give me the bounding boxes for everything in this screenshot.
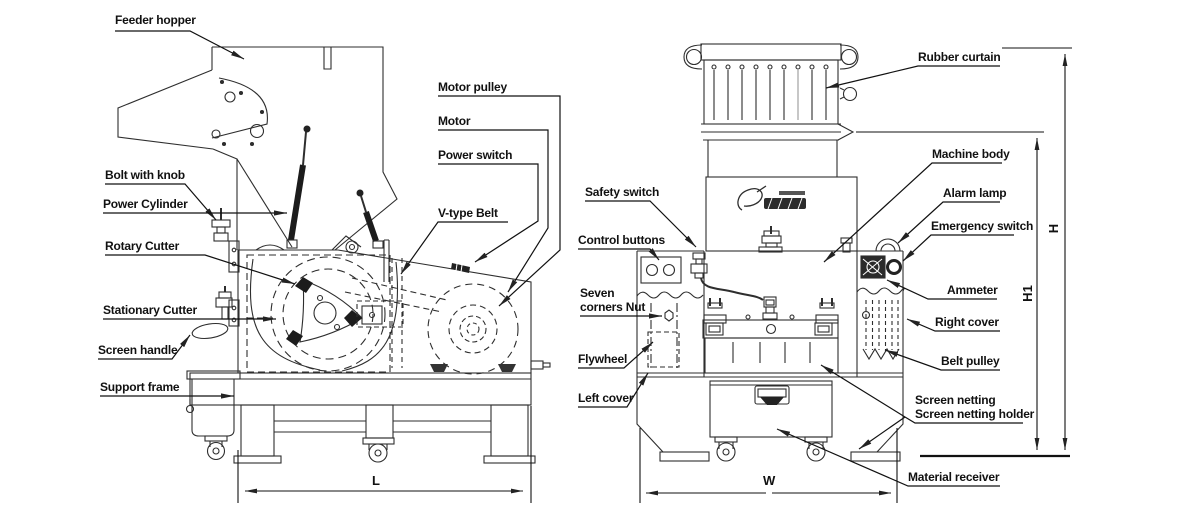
label-belt-pulley: Belt pulley bbox=[941, 354, 1000, 368]
label-power-cylinder: Power Cylinder bbox=[103, 197, 188, 211]
right-cover-panel bbox=[856, 238, 905, 377]
label-seven-corners-nut-line2: corners Nut bbox=[580, 300, 646, 314]
screen-handle-shape bbox=[191, 322, 229, 340]
label-stationary-cutter: Stationary Cutter bbox=[103, 303, 197, 317]
label-alarm-lamp: Alarm lamp bbox=[943, 186, 1007, 200]
label-material-receiver: Material receiver bbox=[908, 470, 1000, 484]
v-belt-hidden-lines bbox=[344, 277, 448, 313]
label-screen-netting: Screen netting bbox=[915, 393, 996, 407]
screen-netting-shape bbox=[702, 298, 839, 374]
label-power-switch: Power switch bbox=[438, 148, 513, 162]
power-switch-shape bbox=[451, 263, 470, 273]
label-feeder-hopper: Feeder hopper bbox=[115, 13, 196, 27]
machine-body-side bbox=[237, 244, 551, 374]
label-right-cover: Right cover bbox=[935, 315, 999, 329]
label-bolt-with-knob: Bolt with knob bbox=[105, 168, 185, 182]
machine-body-front bbox=[637, 140, 903, 378]
rotary-cutter-blade bbox=[295, 277, 313, 293]
label-motor-pulley: Motor pulley bbox=[438, 80, 507, 94]
dimension-heights bbox=[856, 47, 1072, 458]
bolt-with-knob-shape bbox=[211, 208, 240, 273]
label-machine-body: Machine body bbox=[932, 147, 1010, 161]
power-cylinder-springs bbox=[286, 125, 390, 282]
label-v-type-belt: V-type Belt bbox=[438, 206, 498, 220]
front-view-drawing bbox=[578, 43, 1072, 503]
dimension-length bbox=[237, 406, 532, 503]
motor-assembly bbox=[344, 277, 519, 375]
leader-lines-front bbox=[578, 65, 1023, 487]
label-left-cover: Left cover bbox=[578, 391, 634, 405]
label-rubber-curtain: Rubber curtain bbox=[918, 50, 1001, 64]
brand-logo-icon bbox=[737, 185, 806, 211]
label-flywheel: Flywheel bbox=[578, 352, 628, 366]
label-control-buttons: Control buttons bbox=[578, 233, 665, 247]
control-buttons-box bbox=[640, 256, 682, 284]
stationary-cutter-adjuster bbox=[215, 286, 240, 327]
leader-lines-side bbox=[98, 30, 561, 399]
left-cover-panel bbox=[636, 250, 704, 377]
dimension-label-body-height: H1 bbox=[1019, 285, 1035, 302]
support-frame-shape bbox=[189, 372, 536, 464]
rubber-curtain-shape bbox=[683, 43, 859, 141]
flywheel-shape bbox=[647, 331, 680, 368]
label-seven-corners-nut-line1: Seven bbox=[580, 286, 615, 300]
seven-corners-nut-shape bbox=[664, 309, 674, 322]
safety-switch-shape bbox=[690, 252, 778, 320]
label-rotary-cutter: Rotary Cutter bbox=[105, 239, 180, 253]
label-safety-switch: Safety switch bbox=[585, 185, 660, 199]
cutting-chamber bbox=[246, 254, 404, 373]
belt-pulley-hidden-lines bbox=[865, 300, 899, 350]
alarm-lamp-shape bbox=[875, 238, 901, 252]
label-emergency-switch: Emergency switch bbox=[931, 219, 1034, 233]
side-view-drawing bbox=[98, 30, 561, 503]
dimension-label-width: W bbox=[763, 473, 776, 488]
rotor-shape bbox=[299, 279, 363, 343]
label-motor: Motor bbox=[438, 114, 471, 128]
material-receiver-drawer bbox=[709, 380, 833, 462]
feeder-hopper-shape bbox=[117, 46, 398, 251]
emergency-switch-shape bbox=[886, 259, 902, 275]
label-screen-handle: Screen handle bbox=[98, 343, 178, 357]
dimension-width bbox=[639, 428, 898, 503]
front-legs bbox=[636, 377, 904, 462]
curtain-strips bbox=[711, 64, 829, 120]
control-button bbox=[662, 263, 676, 277]
label-support-frame: Support frame bbox=[100, 380, 180, 394]
rotary-cutter-blade bbox=[344, 310, 362, 327]
rotary-cutter-blade bbox=[286, 330, 303, 346]
dimension-label-height: H bbox=[1046, 223, 1062, 234]
material-receiver-bin bbox=[185, 370, 241, 461]
control-button bbox=[645, 263, 659, 277]
dimension-label-length: L bbox=[372, 473, 380, 488]
label-ammeter: Ammeter bbox=[947, 283, 998, 297]
label-screen-netting-holder: Screen netting holder bbox=[915, 407, 1035, 421]
